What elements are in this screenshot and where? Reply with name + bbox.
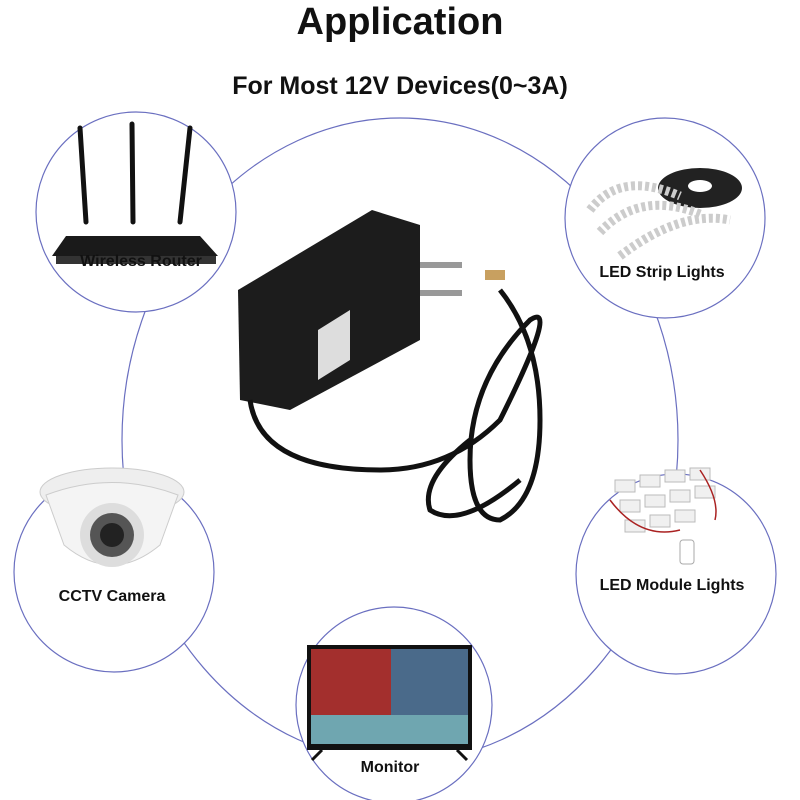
device-label-cctv: CCTV Camera — [58, 588, 166, 605]
device-label-led-module: LED Module Lights — [599, 577, 745, 594]
power-adapter-image — [238, 210, 543, 523]
led-strip-icon — [586, 168, 742, 260]
device-label-router: Wireless Router — [80, 253, 202, 270]
circle-router — [35, 111, 237, 313]
device-label-monitor: Monitor — [360, 759, 420, 776]
circle-led-module — [575, 473, 777, 675]
cctv-camera-icon — [39, 467, 185, 567]
page-subtitle: For Most 12V Devices(0~3A) — [232, 72, 568, 100]
monitor-icon — [307, 645, 472, 762]
device-label-led-strip: LED Strip Lights — [599, 264, 725, 281]
router-icon — [52, 121, 218, 264]
led-module-icon — [609, 467, 717, 565]
circle-led-strip — [564, 117, 766, 319]
page-title: Application — [296, 1, 504, 43]
